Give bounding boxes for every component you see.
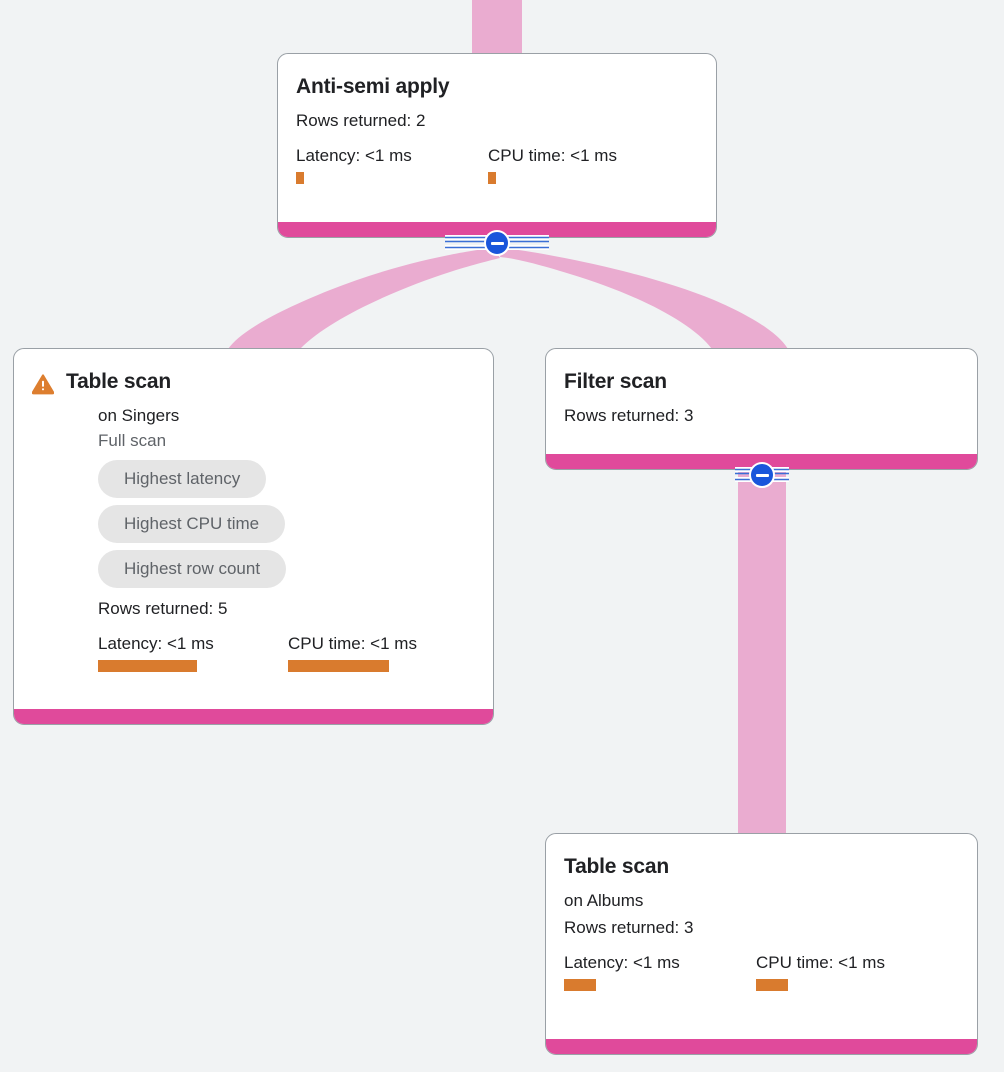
node-accent-footer xyxy=(14,709,493,724)
cpu-time-bar xyxy=(288,660,389,672)
chip-highest-row-count[interactable]: Highest row count xyxy=(98,550,287,588)
cpu-time-bar xyxy=(488,172,496,184)
node-subtitle: on Singers xyxy=(98,406,180,425)
cpu-time-label: CPU time: <1 ms xyxy=(756,953,885,972)
rows-returned: Rows returned: 3 xyxy=(564,406,694,425)
node-accent-footer xyxy=(546,454,977,469)
node-title: Table scan xyxy=(564,855,669,878)
rows-returned: Rows returned: 3 xyxy=(564,918,694,937)
edge-root-to-filter-scan xyxy=(500,248,788,349)
latency-metric: Latency: <1 ms xyxy=(98,633,288,672)
metrics-row: Latency: <1 ms CPU time: <1 ms xyxy=(296,145,698,184)
warning-triangle-icon xyxy=(32,374,54,395)
rows-returned: Rows returned: 2 xyxy=(296,111,426,130)
node-header: Table scan xyxy=(32,369,475,395)
cpu-time-metric: CPU time: <1 ms xyxy=(756,952,885,991)
edge-root-to-table-scan-singers xyxy=(228,248,500,349)
latency-label: Latency: <1 ms xyxy=(98,634,214,653)
latency-bar xyxy=(98,660,197,672)
minus-icon xyxy=(755,473,769,477)
node-table-scan-albums[interactable]: Table scan on Albums Rows returned: 3 La… xyxy=(545,833,978,1055)
edge-filter-scan-to-table-scan-albums xyxy=(738,470,786,838)
node-header: Anti-semi apply xyxy=(296,74,698,100)
minus-icon xyxy=(490,241,504,245)
insight-chip-list: Highest latency Highest CPU time Highest… xyxy=(98,460,475,588)
latency-metric: Latency: <1 ms xyxy=(296,145,488,184)
toggle-filter-scan[interactable] xyxy=(749,462,775,488)
node-table-scan-singers[interactable]: Table scan on Singers Full scan Highest … xyxy=(13,348,494,725)
cpu-time-label: CPU time: <1 ms xyxy=(288,634,417,653)
cpu-time-metric: CPU time: <1 ms xyxy=(288,633,417,672)
node-title: Table scan xyxy=(66,370,171,393)
node-body: Filter scan Rows returned: 3 xyxy=(546,349,977,454)
node-header: Table scan xyxy=(564,854,959,880)
node-body: Table scan on Albums Rows returned: 3 La… xyxy=(546,834,977,1039)
node-scan-type: Full scan xyxy=(98,431,167,450)
latency-label: Latency: <1 ms xyxy=(564,953,680,972)
chip-highest-latency[interactable]: Highest latency xyxy=(98,460,267,498)
node-filter-scan[interactable]: Filter scan Rows returned: 3 xyxy=(545,348,978,470)
chip-highest-cpu-time[interactable]: Highest CPU time xyxy=(98,505,286,543)
node-detail-column: on Singers Full scan Highest latency Hig… xyxy=(98,403,475,672)
cpu-time-metric: CPU time: <1 ms xyxy=(488,145,617,184)
rows-returned: Rows returned: 5 xyxy=(98,599,228,618)
node-subtitle: on Albums xyxy=(564,891,644,910)
node-body: Table scan on Singers Full scan Highest … xyxy=(14,349,493,709)
metrics-row: Latency: <1 ms CPU time: <1 ms xyxy=(564,952,959,991)
node-title: Anti-semi apply xyxy=(296,75,450,98)
edge-incoming-root xyxy=(472,0,522,56)
node-title: Filter scan xyxy=(564,370,667,393)
toggle-anti-semi-apply[interactable] xyxy=(484,230,510,256)
node-accent-footer xyxy=(278,222,716,237)
node-anti-semi-apply[interactable]: Anti-semi apply Rows returned: 2 Latency… xyxy=(277,53,717,238)
cpu-time-bar xyxy=(756,979,788,991)
node-accent-footer xyxy=(546,1039,977,1054)
cpu-time-label: CPU time: <1 ms xyxy=(488,146,617,165)
latency-metric: Latency: <1 ms xyxy=(564,952,756,991)
metrics-row: Latency: <1 ms CPU time: <1 ms xyxy=(98,633,475,672)
latency-bar xyxy=(564,979,596,991)
latency-label: Latency: <1 ms xyxy=(296,146,412,165)
latency-bar xyxy=(296,172,304,184)
node-header: Filter scan xyxy=(564,369,959,395)
node-body: Anti-semi apply Rows returned: 2 Latency… xyxy=(278,54,716,222)
